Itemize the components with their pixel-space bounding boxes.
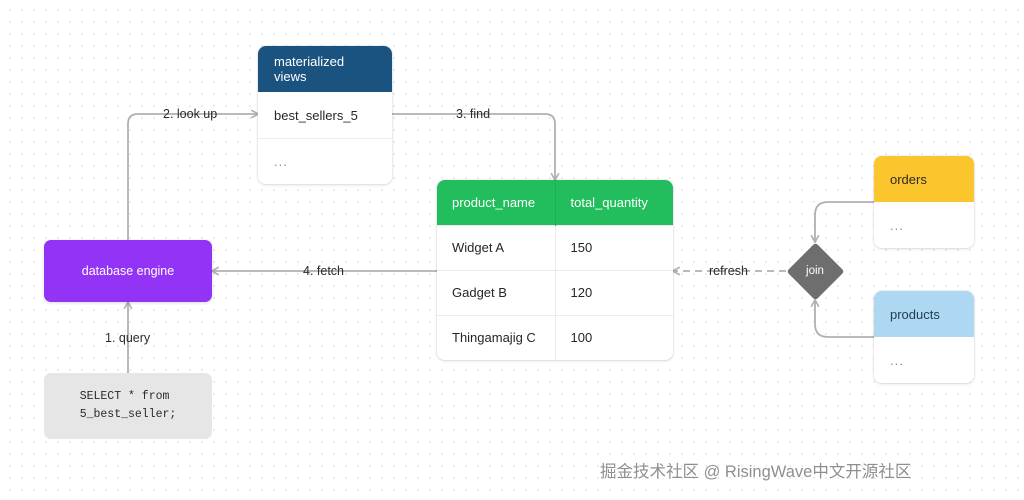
join-label: join	[806, 265, 824, 277]
materialized-views-row[interactable]: best_sellers_5	[258, 92, 392, 138]
edge-orders-to-join	[810, 201, 874, 244]
table-header-row: product_name total_quantity	[437, 180, 673, 225]
edge-label-fetch: 4. fetch	[303, 264, 344, 278]
result-table: product_name total_quantity Widget A 150…	[437, 180, 673, 360]
cell-product-name: Widget A	[437, 224, 555, 270]
cell-total-quantity: 150	[554, 224, 673, 270]
edge-label-find: 3. find	[456, 107, 491, 121]
orders-more-row[interactable]: ...	[874, 202, 974, 248]
result-table-node[interactable]: product_name total_quantity Widget A 150…	[437, 180, 673, 360]
cell-total-quantity: 120	[554, 269, 673, 315]
column-header-product-name: product_name	[437, 180, 555, 225]
edge-products-to-join	[810, 298, 874, 338]
watermark-text: 掘金技术社区 @ RisingWave中文开源社区	[600, 463, 912, 481]
table-row[interactable]: Thingamajig C 100	[437, 314, 673, 360]
edge-label-refresh: refresh	[709, 264, 748, 278]
cell-product-name: Thingamajig C	[437, 314, 555, 360]
database-engine-label: database engine	[81, 264, 175, 278]
edge-find	[392, 113, 560, 182]
table-row[interactable]: Widget A 150	[437, 224, 673, 270]
cell-product-name: Gadget B	[437, 269, 555, 315]
join-node[interactable]: join	[786, 242, 844, 300]
orders-header: orders	[874, 156, 974, 202]
orders-node[interactable]: orders ...	[874, 156, 974, 248]
column-header-total-quantity: total_quantity	[554, 180, 673, 225]
edge-label-look-up: 2. look up	[163, 107, 218, 121]
cell-total-quantity: 100	[554, 314, 673, 360]
table-row[interactable]: Gadget B 120	[437, 269, 673, 315]
materialized-views-node[interactable]: materialized views best_sellers_5 ...	[258, 46, 392, 184]
sql-query-node[interactable]: SELECT * from 5_best_seller;	[44, 373, 212, 439]
sql-query-text: SELECT * from 5_best_seller;	[79, 390, 177, 421]
edge-label-query: 1. query	[105, 331, 151, 345]
products-header: products	[874, 291, 974, 337]
products-node[interactable]: products ...	[874, 291, 974, 383]
products-more-row[interactable]: ...	[874, 337, 974, 383]
edge-look-up	[127, 109, 260, 240]
database-engine-node[interactable]: database engine	[44, 240, 212, 302]
materialized-views-more-row[interactable]: ...	[258, 138, 392, 184]
materialized-views-header: materialized views	[258, 46, 392, 92]
